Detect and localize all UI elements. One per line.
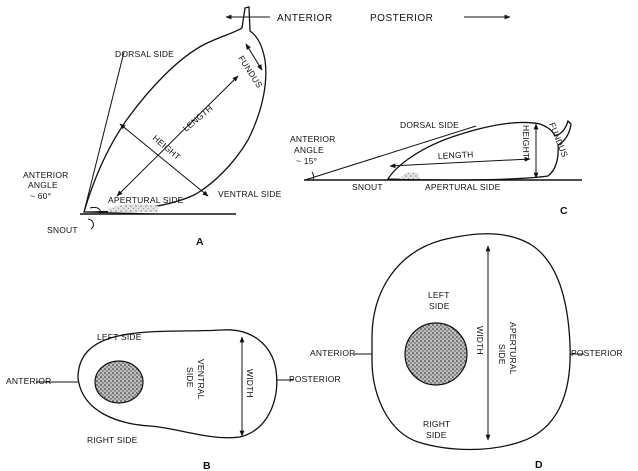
panel-a-height-arrow xyxy=(120,124,208,196)
panel-d-right-label: RIGHT xyxy=(423,419,450,429)
panel-b-side-label: SIDE xyxy=(185,367,195,388)
panel-d-aperture xyxy=(405,323,467,385)
panel-c-angle-arc xyxy=(312,172,314,180)
panel-a: DORSAL SIDE FUNDUS LENGTH HEIGHT ANTERIO… xyxy=(23,7,282,248)
panel-c-height-label: HEIGHT xyxy=(521,125,531,158)
panel-d-width-label: WIDTH xyxy=(475,326,485,355)
panel-c-length-label: LENGTH xyxy=(438,149,474,161)
panel-b-left-side-label: LEFT SIDE xyxy=(97,332,142,342)
panel-b-letter: B xyxy=(203,460,211,471)
panel-b-ventral-label: VENTRAL xyxy=(196,359,206,400)
panel-b-aperture xyxy=(95,361,143,403)
panel-d-side-top-label: SIDE xyxy=(429,301,450,311)
panel-a-anterior-label: ANTERIOR xyxy=(23,170,69,180)
panel-d-letter: D xyxy=(535,459,543,471)
panel-a-angle-label: ANGLE xyxy=(28,180,58,190)
panel-c-letter: C xyxy=(560,205,568,217)
panel-d-side-vertical-label: SIDE xyxy=(497,344,507,365)
panel-d-posterior-label: POSTERIOR xyxy=(571,348,623,358)
panel-c-angle-label: ANGLE xyxy=(294,145,324,155)
panel-d-anterior-label: ANTERIOR xyxy=(310,348,356,358)
panel-a-dorsal-side-label: DORSAL SIDE xyxy=(115,49,174,59)
panel-d-side-bottom-label: SIDE xyxy=(426,430,447,440)
panel-a-angle-value: ~ 60° xyxy=(30,191,51,201)
panel-d-left-label: LEFT xyxy=(428,290,450,300)
panel-b-right-side-label: RIGHT SIDE xyxy=(87,435,138,445)
panel-c-apertural-side-label: APERTURAL SIDE xyxy=(425,182,501,192)
panel-b-anterior-label: ANTERIOR xyxy=(6,376,52,386)
panel-a-length-label: LENGTH xyxy=(181,103,215,134)
direction-posterior-label: POSTERIOR xyxy=(370,13,433,24)
direction-bar: ANTERIOR POSTERIOR xyxy=(226,13,510,24)
panel-b-posterior-label: POSTERIOR xyxy=(289,374,341,384)
panel-a-apertural-side-label: APERTURAL SIDE xyxy=(108,195,184,205)
panel-c-snout-label: SNOUT xyxy=(352,182,383,192)
panel-d: LEFT SIDE ANTERIOR WIDTH APERTURAL SIDE … xyxy=(310,234,623,471)
panel-a-angle-arc xyxy=(90,207,101,214)
panel-a-snout-pointer xyxy=(88,219,93,229)
panel-d-apertural-label: APERTURAL xyxy=(508,322,518,375)
panel-d-shell-outline xyxy=(372,234,570,450)
panel-c-length-arrow xyxy=(390,159,530,166)
panel-a-shell-outline xyxy=(84,7,266,212)
panel-c-anterior-label: ANTERIOR xyxy=(290,134,336,144)
panel-c-fundus-label: FUNDUS xyxy=(547,121,570,159)
panel-c-dorsal-side-label: DORSAL SIDE xyxy=(400,120,459,130)
panel-a-snout-label: SNOUT xyxy=(47,225,78,235)
panel-b-width-label: WIDTH xyxy=(245,369,255,398)
panel-a-letter: A xyxy=(196,236,204,248)
panel-a-aperture-stipple xyxy=(108,204,158,212)
direction-anterior-label: ANTERIOR xyxy=(277,13,333,24)
panel-b: LEFT SIDE ANTERIOR VENTRAL SIDE WIDTH PO… xyxy=(6,330,341,471)
panel-c-angle-value: ~ 15° xyxy=(296,156,317,166)
panel-a-ventral-side-label: VENTRAL SIDE xyxy=(218,189,282,199)
panel-a-fundus-label: FUNDUS xyxy=(236,54,264,90)
panel-c-aperture-stipple xyxy=(400,172,420,179)
panel-c: DORSAL SIDE HEIGHT FUNDUS ANTERIOR ANGLE… xyxy=(290,120,582,217)
